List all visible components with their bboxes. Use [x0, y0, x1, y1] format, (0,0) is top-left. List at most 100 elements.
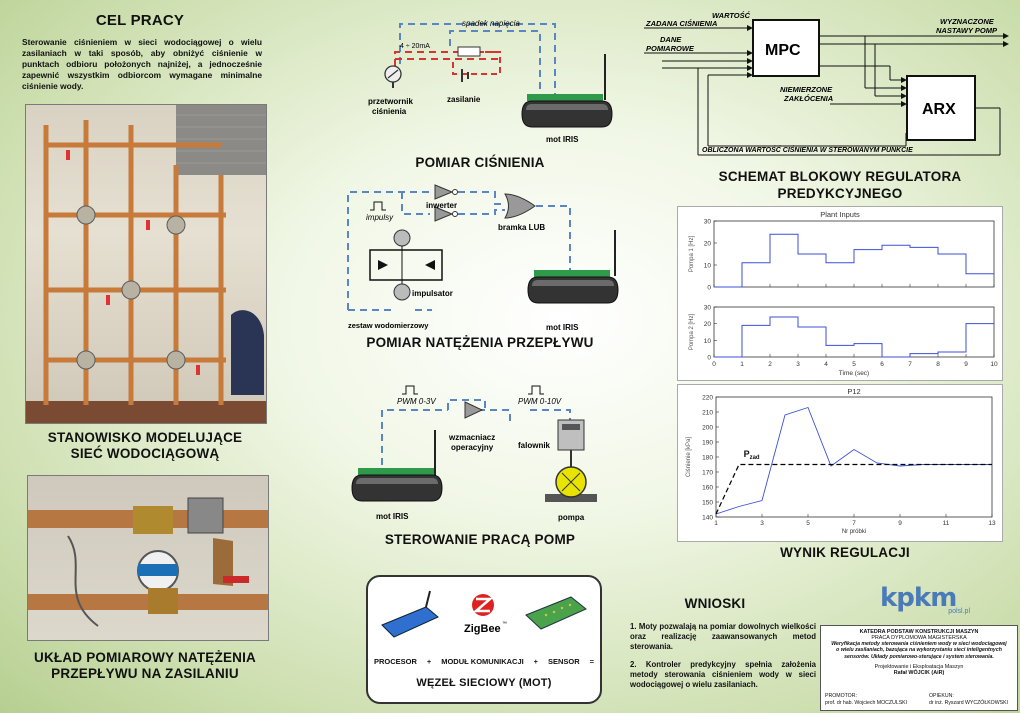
arx-block: [906, 75, 976, 141]
current-range-label: 4 ÷ 20mA: [400, 43, 430, 50]
y-tick-label: 20: [704, 241, 712, 248]
topic-line-2: o wielu zasilaniach, bazująca na wykorzy…: [836, 647, 1002, 654]
setpoint-series-line: [715, 463, 992, 515]
formula-plus-1: +: [426, 657, 432, 666]
pwm2-label: PWM 0-10V: [518, 397, 562, 406]
series-line: [714, 233, 994, 288]
photo1-caption-line1: STANOWISKO MODELUJĄCE: [47, 430, 243, 445]
mpc-label: MPC: [765, 42, 801, 59]
arx-label: ARX: [922, 101, 956, 118]
reviewer-label: OPIEKUN:: [929, 693, 954, 699]
iris-mote-icon: [521, 54, 613, 128]
voltage-drop-label: spadek napięcia: [462, 19, 520, 28]
x-tick-label: 7: [852, 520, 856, 527]
conclusions-title: WNIOSKI: [684, 596, 746, 611]
iris-mote-flow-icon: [527, 230, 619, 304]
y-axis-label: Pompa 1 [Hz]: [689, 235, 695, 272]
topic-line-1: Weryfikacja metody sterowania ciśnieniem…: [831, 641, 1007, 647]
subplot-frame: [713, 306, 995, 358]
x-tick-label: 8: [936, 361, 940, 368]
outputs-label-2: NASTAWY POMP: [936, 26, 998, 35]
disturbances-label-1: NIEMIERZONE: [780, 85, 833, 94]
result-title: WYNIK REGULACJI: [780, 545, 910, 560]
inverter-top-icon: [434, 184, 458, 200]
measured-label-2: POMIAROWE: [646, 44, 695, 53]
disturbances-label-2: ZAKŁÓCENIA: [783, 94, 833, 103]
formula-plus-2: +: [533, 657, 539, 666]
x-tick-label: 4: [824, 361, 828, 368]
photo2-caption: UKŁAD POMIAROWY NATĘŻENIA PRZEPŁYWU NA Z…: [20, 650, 270, 682]
photo1-caption-line2: SIEĆ WODOCIĄGOWĄ: [70, 446, 220, 461]
node-components: ZigBee ™: [381, 590, 587, 638]
sensor-board-icon: [525, 596, 587, 630]
setpoint-annotation-sub: zad: [750, 455, 760, 461]
outputs-label-1: WYZNACZONE: [940, 17, 995, 26]
block-diagram: WARTOŚĆ ZADANA CIŚNIENIA DANE POMIAROWE …: [644, 11, 1009, 156]
thesis-kind: PRACA DYPLOMOWA MAGISTERSKA: [871, 635, 967, 641]
pressure-title: POMIAR CIŚNIENIA: [415, 155, 545, 170]
x-tick-label: 6: [880, 361, 884, 368]
photo2-caption-line1: UKŁAD POMIAROWY NATĘŻENIA: [34, 650, 256, 665]
flow-diagram: impulsy inwerter bramka LUB impulsator z…: [347, 184, 619, 332]
computed-label: OBLICZONA WARTOŚĆ CIŚNIENIA W STEROWANYM…: [702, 145, 913, 154]
test-rig-illustration: [26, 105, 266, 423]
transducer-label-1: przetwornik: [368, 97, 413, 106]
pulse-icon: [370, 201, 386, 211]
logo-main: kpkm: [880, 583, 957, 613]
y-tick-label: 170: [702, 470, 713, 477]
mote-label-pump: mot IRIS: [376, 512, 409, 521]
processor-board-icon: [381, 590, 439, 638]
or-gate-label: bramka LUB: [498, 223, 545, 232]
setpoint-label-2: ZADANA CIŚNIENIA: [645, 19, 717, 28]
node-box: ZigBee ™ PROCESOR + MODUŁ KOMUNIKACJI + …: [366, 575, 602, 704]
zigbee-logo-icon: [472, 594, 494, 616]
author-name: Rafał WÓJCIK (AiR): [893, 670, 945, 677]
x-axis-label: Nr próbki: [842, 529, 866, 535]
x-tick-label: 13: [988, 520, 996, 527]
amplifier-label-1: wzmacniacz: [448, 433, 495, 442]
y-axis-label: Ciśnienie [kPa]: [686, 437, 692, 477]
resistor-icon: [457, 46, 481, 57]
valve-bridge-icon: [369, 249, 443, 281]
mote-label-pressure: mot IRIS: [546, 135, 579, 144]
setpoint-label-1: WARTOŚĆ: [712, 11, 751, 20]
pwm1-label: PWM 0-3V: [397, 397, 436, 406]
goal-text: Sterowanie ciśnieniem w sieci wodociągow…: [22, 37, 262, 91]
x-tick-label: 9: [964, 361, 968, 368]
amplifier-label-2: operacyjny: [451, 443, 494, 452]
formula-comm: MODUŁ KOMUNIKACJI: [441, 657, 524, 666]
x-tick-label: 2: [768, 361, 772, 368]
y-tick-label: 200: [702, 425, 713, 432]
amplifier-icon: [464, 401, 484, 419]
flowmeter-photo: [27, 475, 269, 641]
logo-sub: polsl.pl: [948, 608, 970, 615]
formula-processor: PROCESOR: [374, 657, 417, 666]
flowmeter-illustration: [28, 497, 268, 627]
or-gate-icon: [504, 193, 536, 219]
zigbee-tm: ™: [502, 621, 507, 627]
pwm1-pulse-icon: [402, 385, 418, 395]
y-axis-label: Pompa 2 [Hz]: [689, 313, 695, 350]
thesis-info-box: KATEDRA PODSTAW KONSTRUKCJI MASZYN PRACA…: [820, 625, 1018, 711]
pulser-top-icon: [393, 229, 411, 247]
flow-title: POMIAR NATĘŻENIA PRZEPŁYWU: [366, 335, 594, 350]
measured-label-1: DANE: [660, 35, 682, 44]
y-tick-label: 220: [702, 395, 713, 402]
y-tick-label: 210: [702, 410, 713, 417]
y-tick-label: 180: [702, 455, 713, 462]
transducer-label-2: ciśnienia: [372, 107, 407, 116]
pulser-bottom-icon: [393, 283, 411, 301]
pump-label: pompa: [558, 513, 585, 522]
x-tick-label: 7: [908, 361, 912, 368]
block-title-line1: SCHEMAT BLOKOWY REGULATORA: [718, 169, 962, 184]
y-tick-label: 0: [707, 355, 711, 362]
y-tick-label: 10: [704, 263, 712, 270]
y-tick-label: 160: [702, 485, 713, 492]
pulser-label: impulsator: [412, 289, 453, 298]
x-axis-label: Time (sec): [839, 370, 869, 377]
y-tick-label: 10: [704, 338, 712, 345]
formula-sensor: SENSOR: [547, 657, 580, 666]
chart-title: Plant Inputs: [820, 210, 860, 219]
